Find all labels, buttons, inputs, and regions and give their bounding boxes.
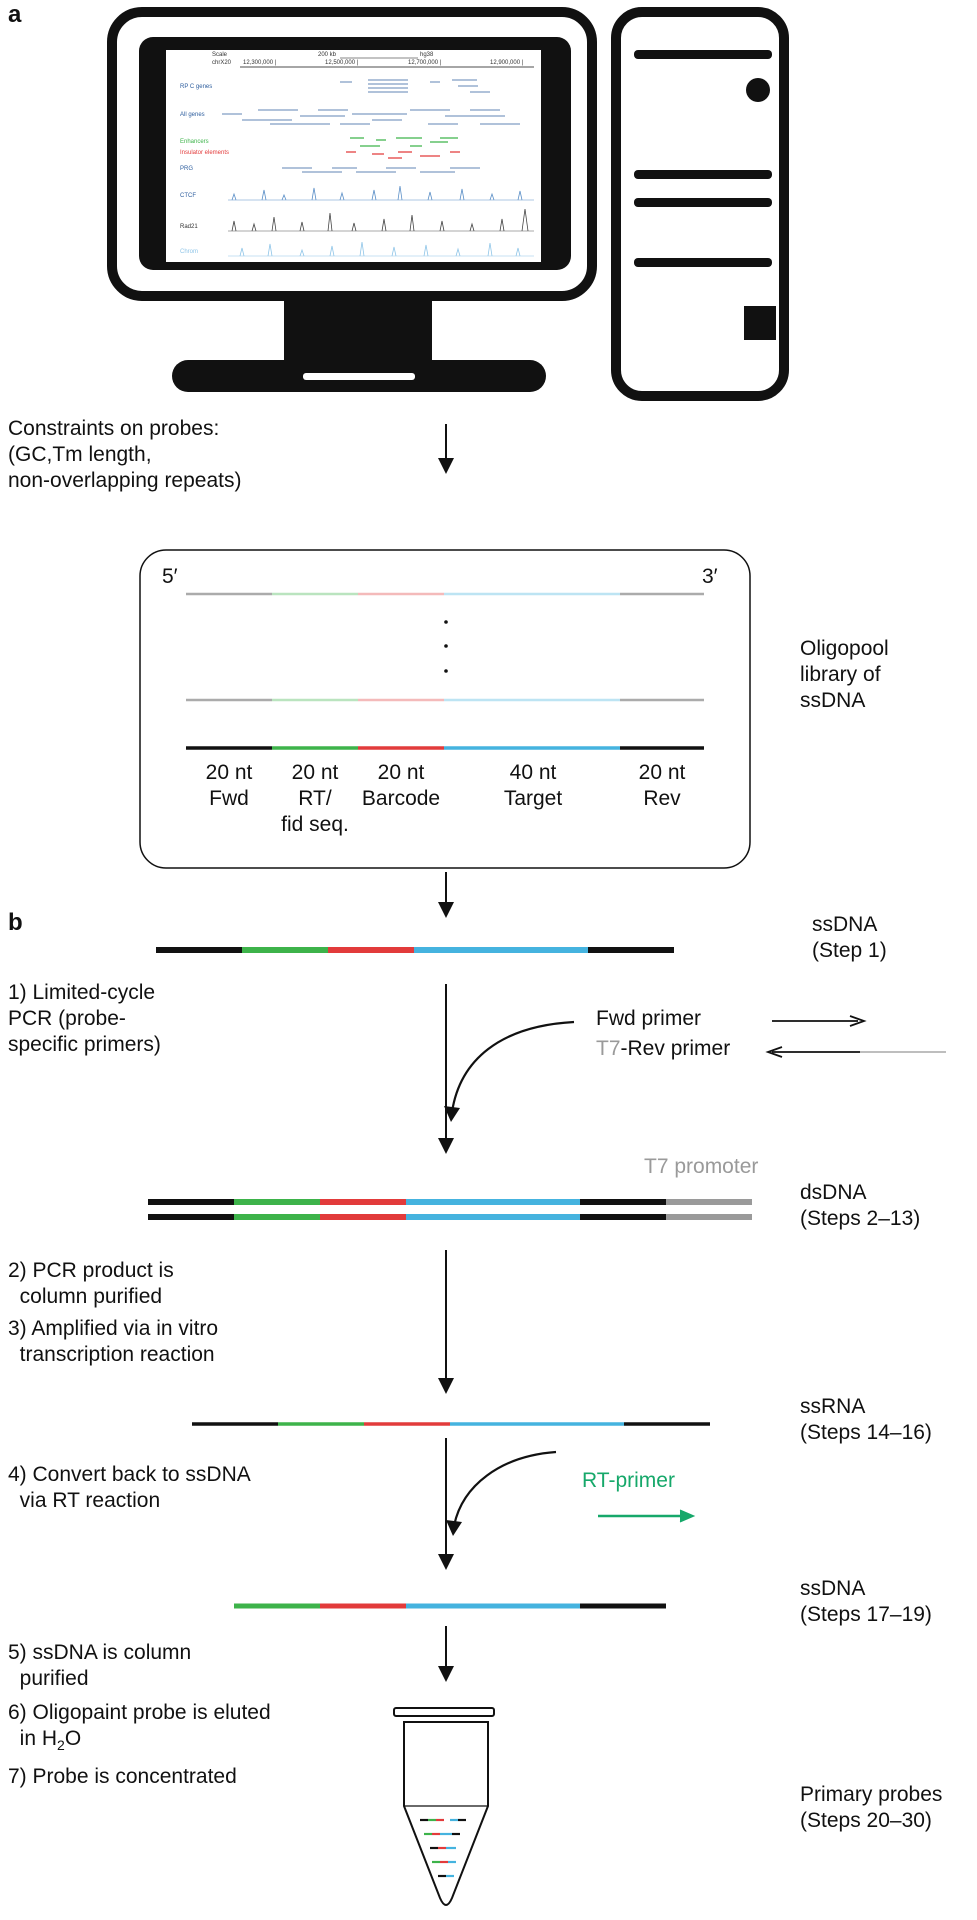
arrow-down-icon (438, 1438, 454, 1570)
segment-barcode-length: 20 nt (377, 761, 425, 784)
segment-target-length: 40 nt (509, 761, 557, 784)
step7-line1: 7) Probe is concentrated (8, 1765, 237, 1788)
arrow-down-icon (438, 1626, 454, 1682)
ssdna1-label: ssDNA (812, 913, 878, 936)
screen-track-other: Chrom (180, 249, 199, 255)
screen-header-bp3: 12,700,000 | (408, 60, 442, 66)
step6-line2-suffix: O (64, 1727, 82, 1750)
ssdna2-step: (Steps 17–19) (800, 1603, 932, 1626)
step2-line2: column purified (8, 1285, 163, 1308)
screen-track-genes: RP C genes (180, 84, 213, 90)
computer-tower-icon (611, 7, 789, 401)
panel-label-b: b (8, 909, 23, 936)
oligopool-label-3: ssDNA (800, 689, 866, 712)
screen-header-chr: chrX20 (212, 60, 232, 66)
step1-line1: 1) Limited-cycle (8, 981, 156, 1004)
segment-rev-name: Rev (643, 787, 681, 810)
ssrna-label: ssRNA (800, 1395, 866, 1418)
step6-line2-prefix: in H (8, 1727, 58, 1750)
screen-header-scale: Scale (212, 52, 228, 58)
three-prime-label: 3′ (702, 565, 718, 588)
dsdna-label: dsDNA (800, 1181, 867, 1204)
segment-rt-name-2: fid seq. (281, 813, 349, 836)
step1-line2: PCR (probe- (8, 1007, 126, 1030)
oligopool-label-1: Oligopool (800, 637, 889, 660)
step4-line1: 4) Convert back to ssDNA (8, 1463, 251, 1486)
step2-line1: 2) PCR product is (8, 1259, 174, 1282)
faded-probe-lines (186, 592, 704, 702)
segment-fwd-length: 20 nt (205, 761, 253, 784)
oligopool-label-2: library of (800, 663, 881, 686)
screen-track-ctcf: CTCF (180, 193, 196, 199)
segment-barcode-name: Barcode (361, 787, 441, 810)
screen-header-bp4: 12,900,000 | (490, 60, 524, 66)
screen-header-build: hg38 (420, 52, 434, 58)
monitor-icon (107, 7, 597, 392)
constraints-line2: (GC,Tm length, (8, 443, 152, 466)
step1-line3: specific primers) (8, 1033, 161, 1056)
segment-fwd-name: Fwd (209, 787, 249, 810)
primary-probes-step: (Steps 20–30) (800, 1809, 932, 1832)
genome-browser-screenshot (222, 57, 534, 257)
screen-track-prg: PRG (180, 166, 194, 172)
ssrna-step: (Steps 14–16) (800, 1421, 932, 1444)
rev-primer-suffix: -Rev primer (620, 1037, 731, 1060)
segment-rt-name: RT/ (298, 787, 332, 810)
oligopool-library-box (139, 549, 751, 869)
screen-track-enhancers: Enhancers (180, 139, 209, 145)
constraints-line1: Constraints on probes: (8, 417, 220, 440)
fwd-primer-label: Fwd primer (596, 1007, 702, 1030)
arrow-down-icon (438, 872, 454, 918)
arrow-down-icon (438, 1250, 454, 1394)
ssdna2-label: ssDNA (800, 1577, 866, 1600)
t7-prefix: T7 (596, 1037, 621, 1060)
step3-line1: 3) Amplified via in vitro (8, 1317, 219, 1340)
segment-rev-length: 20 nt (638, 761, 686, 784)
fwd-primer-arrow (772, 1015, 867, 1027)
segment-target-name: Target (503, 787, 563, 810)
dsdna-strands (148, 1199, 752, 1220)
step6-line1: 6) Oligopaint probe is eluted (8, 1701, 271, 1724)
screen-header-bp2: 12,500,000 | (325, 60, 359, 66)
t7-rev-primer-arrow (765, 1046, 946, 1058)
step4-line2: via RT reaction (8, 1489, 161, 1512)
panel-label-a: a (8, 1, 22, 28)
dsdna-step: (Steps 2–13) (800, 1207, 921, 1230)
screen-track-insulators: Insulator elements (180, 150, 230, 156)
primary-probes-label: Primary probes (800, 1783, 943, 1806)
rt-primer-curve-arrow (446, 1450, 557, 1536)
ssdna1-step: (Step 1) (812, 939, 887, 962)
step6-line2-sub: 2 (57, 1737, 65, 1754)
screen-header-bp1: 12,300,000 | (243, 60, 277, 66)
screen-track-rad21: Rad21 (180, 224, 198, 230)
arrow-down-icon (438, 424, 454, 474)
microcentrifuge-tube-icon (393, 1707, 495, 1906)
step3-line2: transcription reaction (8, 1343, 215, 1366)
screen-track-allgenes: All genes (180, 112, 205, 118)
screen-header-scalebar: 200 kb (318, 52, 337, 58)
step5-line2: purified (8, 1667, 89, 1690)
t7-rev-primer-label: T7-Rev primer (596, 1036, 730, 1062)
ellipsis-dots (444, 620, 448, 673)
step6-line2: in H2O (8, 1726, 82, 1758)
rt-primer-arrow (598, 1509, 696, 1523)
primer-curve-arrow (444, 1020, 575, 1122)
rt-primer-label: RT-primer (582, 1469, 675, 1492)
t7-promoter-label: T7 promoter (644, 1155, 759, 1178)
five-prime-label: 5′ (162, 565, 178, 588)
constraints-line3: non-overlapping repeats) (8, 469, 242, 492)
arrow-down-icon (438, 984, 454, 1154)
step5-line1: 5) ssDNA is column (8, 1641, 192, 1664)
segment-rt-length: 20 nt (291, 761, 339, 784)
